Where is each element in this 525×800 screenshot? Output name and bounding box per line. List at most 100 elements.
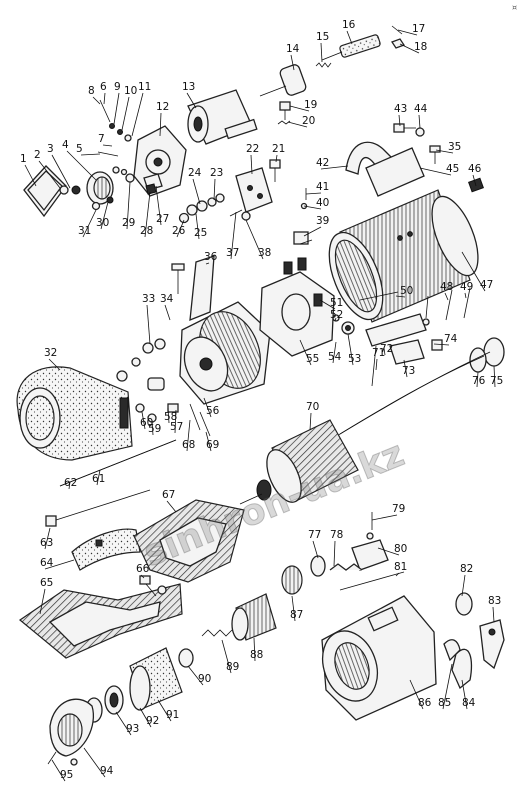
- callout-92: 92: [146, 715, 159, 727]
- leader-line-27: [155, 185, 162, 226]
- callout-45: 45: [446, 163, 459, 175]
- callout-26: 26: [172, 225, 186, 237]
- callout-24: 24: [188, 167, 202, 179]
- callout-53: 53: [348, 353, 361, 365]
- leader-line-54: [332, 341, 337, 364]
- leader-line-8: [92, 96, 101, 105]
- leader-line-75: [493, 365, 496, 388]
- callout-2: 2: [34, 149, 41, 161]
- callout-15: 15: [316, 31, 329, 43]
- callout-29: 29: [122, 217, 135, 229]
- callout-71: 71: [372, 347, 385, 359]
- callout-76: 76: [472, 375, 486, 387]
- callout-88: 88: [250, 649, 263, 661]
- leader-line-53: [347, 333, 354, 366]
- callout-67: 67: [162, 489, 175, 501]
- leader-line-18: [399, 43, 420, 54]
- callout-52: 52: [330, 309, 343, 321]
- leader-line-7: [102, 144, 113, 147]
- callout-43: 43: [394, 103, 407, 115]
- leader-line-61: [96, 469, 101, 486]
- callout-81: 81: [394, 561, 407, 573]
- leader-line-43: [398, 114, 401, 127]
- leader-line-64: [44, 559, 75, 570]
- leader-line-56: [203, 397, 212, 418]
- leader-line-23: [213, 178, 216, 201]
- callout-30: 30: [96, 217, 109, 229]
- callout-59: 59: [148, 423, 161, 435]
- leader-line-12: [159, 112, 162, 137]
- callout-27: 27: [156, 213, 169, 225]
- leader-line-91: [157, 699, 172, 722]
- leader-line-20: [287, 121, 308, 128]
- leader-line-57: [174, 409, 177, 434]
- leader-line-9: [113, 92, 120, 125]
- callout-54: 54: [328, 351, 342, 363]
- callout-35: 35: [448, 141, 461, 153]
- leader-line-72: [383, 347, 386, 356]
- callout-82: 82: [460, 563, 473, 575]
- callout-labels: 1 2 3 4 5 6 7 8 9 10 11 12 13 14 15 16 1…: [20, 19, 503, 781]
- callout-91: 91: [166, 709, 179, 721]
- leader-line-26: [176, 219, 185, 238]
- leader-line-32: [48, 358, 61, 371]
- leader-line-33: [146, 304, 151, 345]
- part-armature: [239, 351, 491, 505]
- leader-line-93: [115, 711, 132, 736]
- leader-line-76: [476, 371, 479, 388]
- callout-69: 69: [206, 439, 219, 451]
- callout-51: 51: [330, 297, 343, 309]
- leader-line-67: [166, 500, 177, 513]
- leader-line-50: [395, 295, 406, 298]
- callout-86: 86: [418, 697, 432, 709]
- callout-62: 62: [64, 477, 77, 489]
- leader-line-70: [309, 412, 312, 431]
- leader-line-71: [375, 358, 378, 371]
- callout-87: 87: [290, 609, 303, 621]
- callout-58: 58: [164, 411, 177, 423]
- leader-line-47: [461, 251, 486, 292]
- leader-line-69: [205, 431, 212, 452]
- callout-49: 49: [460, 281, 473, 293]
- leader-line-84: [461, 679, 468, 710]
- callout-37: 37: [226, 247, 239, 259]
- callout-5: 5: [76, 143, 83, 155]
- callout-64: 64: [40, 557, 54, 569]
- callout-61: 61: [92, 473, 105, 485]
- callout-55: 55: [306, 353, 319, 365]
- callout-89: 89: [226, 661, 239, 673]
- leader-line-39: [303, 226, 322, 237]
- leader-line-24: [192, 178, 201, 205]
- callout-19: 19: [304, 99, 317, 111]
- leader-line-30: [100, 201, 109, 230]
- leader-line-83: [492, 606, 495, 623]
- callout-85: 85: [438, 697, 451, 709]
- callout-7: 7: [98, 133, 105, 145]
- callout-31: 31: [78, 225, 91, 237]
- callout-56: 56: [206, 405, 220, 417]
- leader-line-78: [333, 540, 336, 567]
- leader-line-29: [126, 181, 131, 230]
- leader-line-35: [435, 149, 454, 154]
- leader-line-66: [140, 574, 145, 579]
- leader-line-16: [346, 30, 353, 45]
- leader-line-6: [103, 92, 106, 105]
- callout-3: 3: [47, 143, 54, 155]
- callout-75: 75: [490, 375, 503, 387]
- leader-line-3: [51, 154, 71, 189]
- callout-21: 21: [272, 143, 285, 155]
- leader-line-22: [250, 154, 253, 175]
- leader-line-60: [141, 411, 146, 430]
- leader-line-36: [205, 262, 210, 265]
- callout-16: 16: [342, 19, 356, 31]
- leader-line-41: [305, 192, 322, 195]
- callout-1: 1: [20, 153, 27, 165]
- part-pole-shoe: [71, 528, 141, 571]
- leader-line-17: [397, 29, 418, 36]
- leader-line-80: [377, 547, 400, 556]
- callout-57: 57: [170, 421, 183, 433]
- callout-93: 93: [126, 723, 139, 735]
- callout-94: 94: [100, 765, 114, 777]
- leader-line-5: [80, 153, 101, 156]
- leader-line-79: [371, 514, 398, 521]
